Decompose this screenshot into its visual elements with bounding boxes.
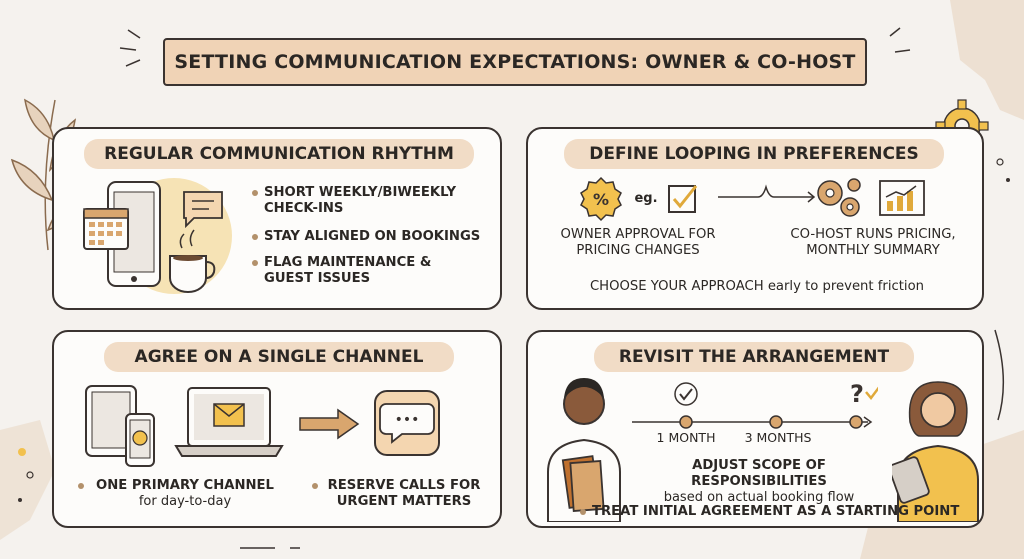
timeline-1-month: 1 MONTH bbox=[656, 430, 716, 445]
panel-title: AGREE ON A SINGLE CHANNEL bbox=[104, 342, 454, 372]
primary-channel-label: ONE PRIMARY CHANNEL bbox=[96, 478, 274, 493]
laptop-email-icon bbox=[174, 387, 284, 457]
owner-approval-label: OWNER APPROVAL FOR PRICING CHANGES bbox=[560, 227, 716, 258]
title-banner: SETTING COMMUNICATION EXPECTATIONS: OWNE… bbox=[163, 38, 867, 86]
adjust-scope-text: ADJUST SCOPE OF RESPONSIBILITIES based o… bbox=[628, 458, 890, 506]
bar-chart-icon bbox=[879, 180, 925, 216]
panel-single-channel: AGREE ON A SINGLE CHANNEL ••• ONE PRIMAR… bbox=[52, 330, 502, 528]
gears-icon bbox=[817, 178, 861, 217]
chat-bubble-icon: ••• bbox=[374, 390, 440, 456]
checkbox-icon bbox=[668, 185, 698, 213]
panel-communication-rhythm: REGULAR COMMUNICATION RHYTHM SHORT WEEKL… bbox=[52, 127, 502, 310]
eg-label: eg. bbox=[634, 191, 658, 206]
bullet-checkins: SHORT WEEKLY/BIWEEKLY CHECK-INS bbox=[252, 185, 474, 217]
panel-title: REGULAR COMMUNICATION RHYTHM bbox=[84, 139, 474, 169]
bullet-maintenance: FLAG MAINTENANCE & GUEST ISSUES bbox=[252, 255, 464, 287]
bullet-primary-channel: ONE PRIMARY CHANNEL for day-to-day bbox=[78, 478, 280, 510]
panel-looping-preferences: DEFINE LOOPING IN PREFERENCES % eg. OWNE… bbox=[526, 127, 984, 310]
sparkle-icon bbox=[119, 27, 911, 67]
svg-text:?: ? bbox=[850, 380, 864, 408]
percent-badge-icon: % bbox=[580, 176, 622, 222]
timeline-icon: ? bbox=[632, 380, 878, 429]
svg-text:%: % bbox=[593, 190, 609, 209]
phone-calendar-coffee-icon bbox=[83, 178, 232, 294]
bullet-starting-point: TREAT INITIAL AGREEMENT AS A STARTING PO… bbox=[580, 504, 962, 520]
panel-title: DEFINE LOOPING IN PREFERENCES bbox=[564, 139, 944, 169]
page-title: SETTING COMMUNICATION EXPECTATIONS: OWNE… bbox=[174, 51, 856, 73]
svg-text:•••: ••• bbox=[395, 412, 420, 428]
bullet-bookings: STAY ALIGNED ON BOOKINGS bbox=[252, 229, 494, 245]
adjust-scope-bold: ADJUST SCOPE OF RESPONSIBILITIES bbox=[691, 458, 827, 489]
woman-with-tablet-icon bbox=[892, 381, 979, 522]
bullet-reserve-calls: RESERVE CALLS FOR URGENT MATTERS bbox=[312, 478, 484, 510]
tablet-phone-icon bbox=[85, 385, 155, 467]
timeline-3-months: 3 MONTHS bbox=[744, 430, 812, 445]
branch-arrow-icon bbox=[718, 184, 816, 203]
panel-revisit-arrangement: REVISIT THE ARRANGEMENT ? 1 MONTH 3 MONT… bbox=[526, 330, 984, 528]
panel-title: REVISIT THE ARRANGEMENT bbox=[594, 342, 914, 372]
arrow-right-icon bbox=[299, 408, 360, 440]
cohost-pricing-label: CO-HOST RUNS PRICING, MONTHLY SUMMARY bbox=[790, 227, 956, 258]
adjust-scope-sub: based on actual booking flow bbox=[663, 490, 855, 505]
choose-approach-text: CHOOSE YOUR APPROACH early to prevent fr… bbox=[538, 279, 976, 295]
primary-channel-sub: for day-to-day bbox=[138, 494, 232, 509]
choose-approach-rest: early to prevent friction bbox=[763, 279, 925, 294]
man-with-folders-icon bbox=[547, 378, 621, 522]
choose-approach-bold: CHOOSE YOUR APPROACH bbox=[589, 279, 764, 294]
